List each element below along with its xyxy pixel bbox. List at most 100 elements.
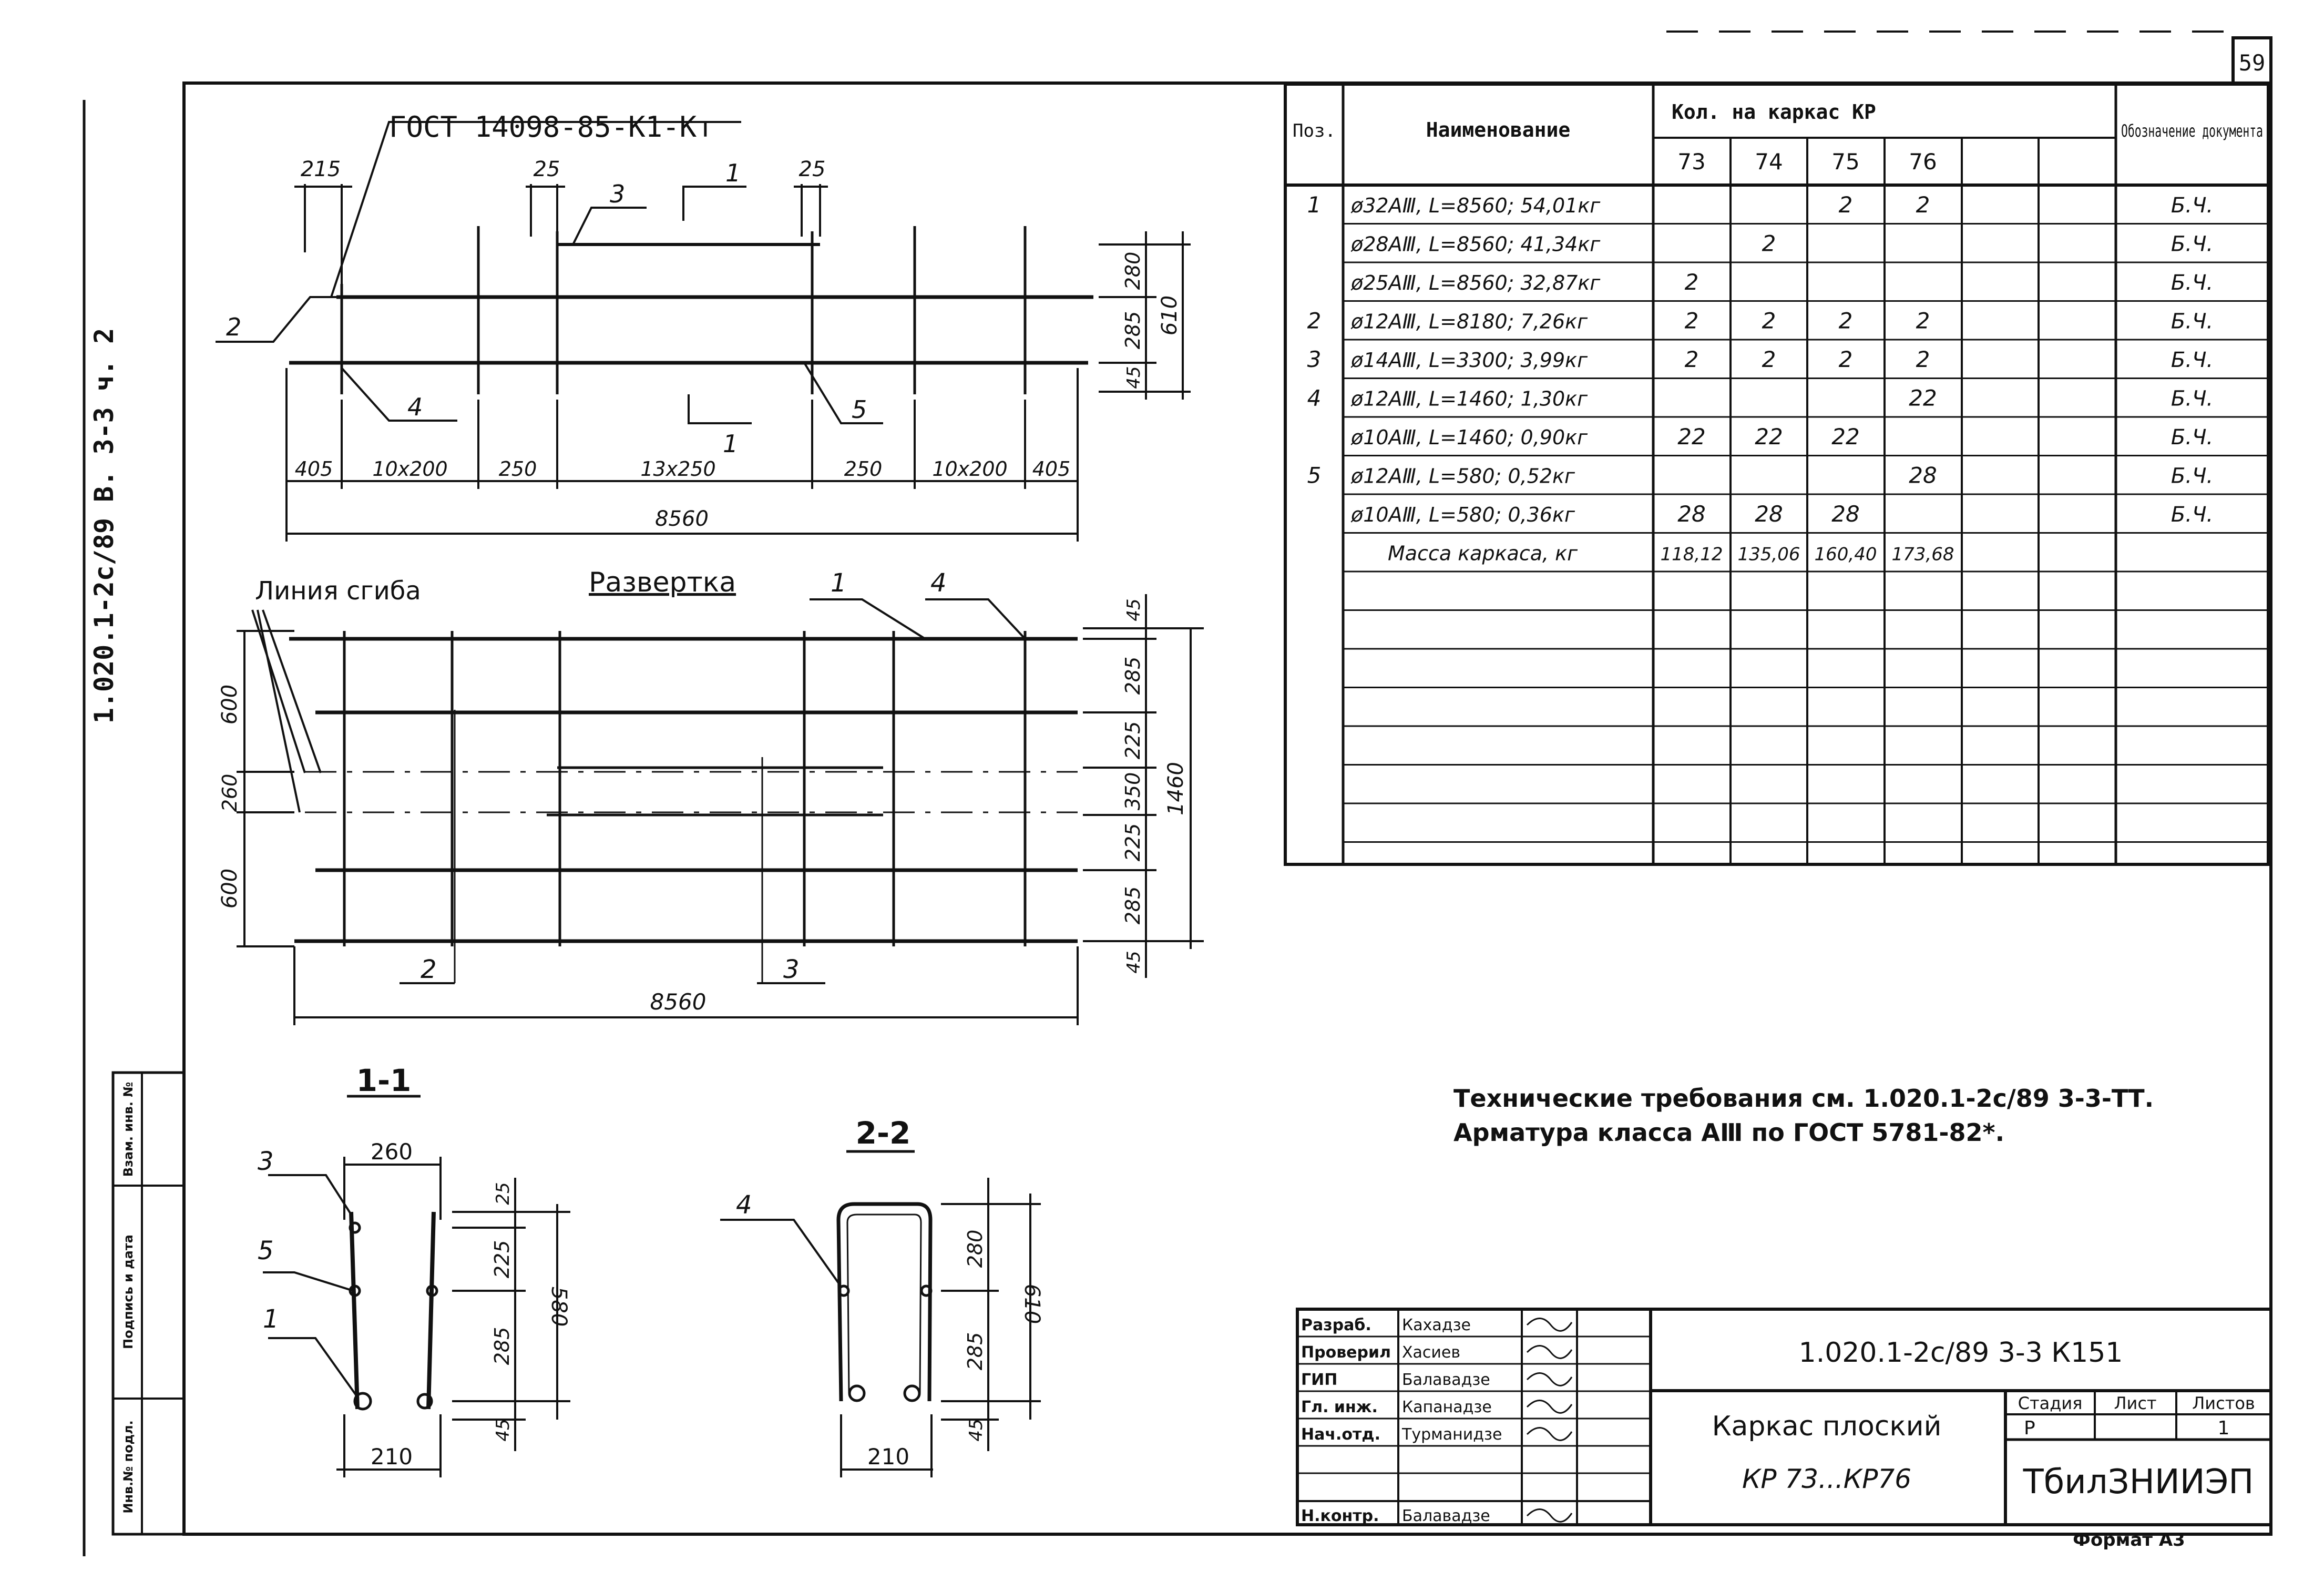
note-tech-requirements: Технические требования см. 1.020.1-2с/89…	[1453, 1084, 2154, 1113]
row-pos: 4	[1307, 385, 1322, 411]
bend-line-label: Линия сгиба	[255, 576, 421, 606]
section-mark-top: 1	[725, 159, 741, 187]
dim-top-25b: 25	[799, 157, 826, 181]
header-pos: Поз.	[1293, 120, 1336, 141]
tb-role: Гл. инж.	[1301, 1398, 1378, 1416]
marker-3: 3	[610, 180, 625, 208]
row-doc: Б.Ч.	[2171, 271, 2213, 295]
row-qty: 173,68	[1892, 544, 1954, 565]
marker-2: 2	[226, 313, 241, 341]
s11-dim-285: 285	[490, 1327, 514, 1365]
row-name: ø14АⅢ, L=3300; 3,99кг	[1350, 349, 1588, 372]
qty-col-header: 76	[1909, 149, 1937, 175]
note-rebar-class: Арматура класса АⅢ по ГОСТ 5781-82*.	[1453, 1118, 2004, 1147]
development-title: Развертка	[589, 567, 736, 598]
row-name: ø28АⅢ, L=8560; 41,34кг	[1350, 233, 1601, 256]
tb-person-name: Турманидзе	[1401, 1425, 1502, 1444]
section-mark-bottom: 1	[723, 430, 738, 458]
section-1-1-labels: 1-1 3 5 1 260 210 25 225 285 45 580	[258, 1063, 571, 1470]
s22-dim-280: 280	[964, 1230, 987, 1268]
row-qty: 22	[1677, 424, 1705, 450]
section-2-2-title: 2-2	[856, 1115, 911, 1151]
s11-marker-3: 3	[258, 1147, 274, 1176]
dev-dim-total-8560: 8560	[650, 989, 707, 1015]
row-pos: 3	[1307, 346, 1322, 372]
row-doc: Б.Ч.	[2171, 503, 2213, 527]
row-qty: 2	[1762, 231, 1776, 257]
section-1-1-title: 1-1	[356, 1063, 412, 1098]
row-qty: 2	[1839, 346, 1853, 372]
dev-dim-left-260: 260	[218, 774, 241, 812]
format-label: Формат А3	[2073, 1529, 2185, 1551]
row-doc: Б.Ч.	[2171, 348, 2213, 372]
marker-4: 4	[407, 393, 423, 421]
row-qty: 28	[1909, 463, 1937, 488]
dim-bottom-405a: 405	[295, 457, 333, 481]
row-qty: 160,40	[1815, 544, 1877, 565]
table-row: ø28АⅢ, L=8560; 41,34кг 2 Б.Ч.	[1350, 231, 2213, 257]
dim-right-280: 280	[1121, 252, 1144, 290]
stage-value: Р	[2024, 1417, 2035, 1439]
row-qty: 2	[1916, 308, 1930, 334]
dim-bottom-250b: 250	[844, 457, 883, 481]
qty-col-header: 73	[1677, 149, 1705, 175]
dev-dim-right-350: 350	[1121, 772, 1144, 811]
row-doc: Б.Ч.	[2171, 310, 2213, 334]
dim-top-25a: 25	[534, 157, 560, 181]
row-qty: 22	[1831, 424, 1859, 450]
row-name: ø25АⅢ, L=8560; 32,87кг	[1350, 271, 1601, 294]
dev-dim-left-600b: 600	[218, 869, 242, 909]
row-qty: 28	[1755, 501, 1783, 527]
signature-icon	[1526, 1400, 1573, 1414]
dev-dim-right-285b: 285	[1121, 886, 1144, 925]
drawing-title-line2: КР 73...КР76	[1742, 1464, 1911, 1494]
row-qty: 2	[1762, 346, 1776, 372]
dim-bottom-13x250: 13x250	[640, 457, 715, 481]
sheets-label: Листов	[2192, 1393, 2255, 1413]
row-qty: 2	[1839, 308, 1853, 334]
row-name: ø32АⅢ, L=8560; 54,01кг	[1350, 194, 1601, 217]
title-block-grid	[1296, 1308, 2272, 1526]
title-block-text: 1.020.1-2с/89 3-3 К151 Каркас плоский КР…	[1712, 1337, 2255, 1502]
side-label-inv: Инв.№ подл.	[121, 1420, 136, 1513]
row-doc: Б.Ч.	[2171, 232, 2213, 257]
row-qty: 28	[1677, 501, 1705, 527]
row-pos: 2	[1307, 308, 1322, 334]
page-number: 59	[2239, 50, 2266, 76]
side-label-sign: Подпись и дата	[121, 1235, 136, 1349]
signature-icon	[1526, 1345, 1573, 1359]
signature-icon	[1526, 1318, 1573, 1332]
dev-dim-right-45a: 45	[1123, 598, 1144, 621]
dim-top-215: 215	[301, 157, 341, 181]
s22-marker-4: 4	[736, 1190, 752, 1220]
row-qty: 28	[1831, 501, 1859, 527]
dim-total-8560-top: 8560	[655, 507, 709, 531]
dim-bottom-10x200b: 10x200	[932, 457, 1007, 481]
row-qty: 22	[1909, 385, 1937, 411]
row-doc: Б.Ч.	[2171, 464, 2213, 488]
dev-dim-total-1460: 1460	[1164, 762, 1188, 815]
dim-bottom-10x200a: 10x200	[372, 457, 447, 481]
dev-dim-right-225a: 225	[1121, 721, 1144, 760]
row-qty: 2	[1916, 192, 1930, 218]
s11-marker-5: 5	[258, 1236, 274, 1266]
organization: ТбилЗНИИЭП	[2023, 1463, 2254, 1502]
dim-bottom-250a: 250	[499, 457, 537, 481]
dev-dim-right-45b: 45	[1123, 951, 1144, 973]
row-doc: Б.Ч.	[2171, 425, 2213, 450]
tb-role: Нач.отд.	[1301, 1425, 1380, 1444]
spec-table-row-lines	[1343, 223, 2268, 843]
s11-dim-total-580: 580	[547, 1287, 571, 1327]
spec-table-grid	[1284, 83, 2270, 866]
side-label-swap: Взам. инв. №	[121, 1082, 136, 1177]
s11-dim-225: 225	[490, 1240, 514, 1279]
